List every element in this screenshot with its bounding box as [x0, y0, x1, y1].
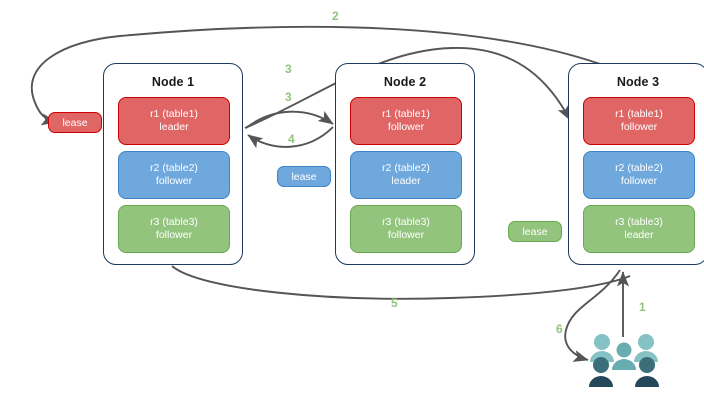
replica-name: r3 (table3): [382, 216, 430, 228]
edge-label-1: 1: [639, 300, 646, 314]
user-body-front-left: [589, 376, 613, 387]
replica-green-node3[interactable]: r3 (table3)leader: [583, 205, 695, 253]
user-head-back-right: [638, 334, 654, 350]
replica-green-node2[interactable]: r3 (table3)follower: [350, 205, 462, 253]
replica-name: r2 (table2): [382, 162, 430, 174]
replica-red-node3[interactable]: r1 (table1)follower: [583, 97, 695, 145]
edge-label-4: 4: [288, 132, 295, 146]
edge-label-5: 5: [391, 296, 398, 310]
replica-blue-node1[interactable]: r2 (table2)follower: [118, 151, 230, 199]
replica-name: r1 (table1): [382, 108, 430, 120]
edge-label-3-upper: 3: [285, 62, 292, 76]
replica-role: follower: [155, 229, 193, 241]
node-title-3: Node 3: [616, 75, 660, 89]
replica-role: leader: [624, 229, 654, 241]
replica-role: follower: [387, 121, 425, 133]
replica-name: r3 (table3): [615, 216, 663, 228]
user-body-center-mid: [612, 359, 636, 370]
edge-3-lower-path: [245, 110, 334, 129]
users-group-icon: [589, 334, 659, 387]
node-title-1: Node 1: [151, 75, 195, 89]
node-title-2: Node 2: [383, 75, 427, 89]
replica-role: follower: [620, 121, 658, 133]
edge-label-3-lower: 3: [285, 90, 292, 104]
edge-5-path: [171, 265, 631, 300]
replica-name: r1 (table1): [150, 108, 198, 120]
replica-role: follower: [620, 175, 658, 187]
user-body-front-right: [635, 376, 659, 387]
replica-role: leader: [391, 175, 421, 187]
lease-chip-blue[interactable]: lease: [277, 166, 331, 187]
replica-name: r2 (table2): [615, 162, 663, 174]
lease-chip-red[interactable]: lease: [48, 112, 102, 133]
replica-role: follower: [387, 229, 425, 241]
user-head-front-left: [593, 357, 609, 373]
replica-role: follower: [155, 175, 193, 187]
replica-name: r2 (table2): [150, 162, 198, 174]
replica-role: leader: [159, 121, 189, 133]
replica-blue-node2[interactable]: r2 (table2)leader: [350, 151, 462, 199]
replica-name: r1 (table1): [615, 108, 663, 120]
user-head-back-left: [594, 334, 610, 350]
replica-red-node2[interactable]: r1 (table1)follower: [350, 97, 462, 145]
edge-label-2: 2: [332, 9, 339, 23]
edge-label-6: 6: [556, 322, 563, 336]
replica-red-node1[interactable]: r1 (table1)leader: [118, 97, 230, 145]
user-head-center-mid: [616, 342, 632, 358]
user-head-front-right: [639, 357, 655, 373]
lease-chip-green[interactable]: lease: [508, 221, 562, 242]
replica-green-node1[interactable]: r3 (table3)follower: [118, 205, 230, 253]
replica-blue-node3[interactable]: r2 (table2)follower: [583, 151, 695, 199]
replica-name: r3 (table3): [150, 216, 198, 228]
